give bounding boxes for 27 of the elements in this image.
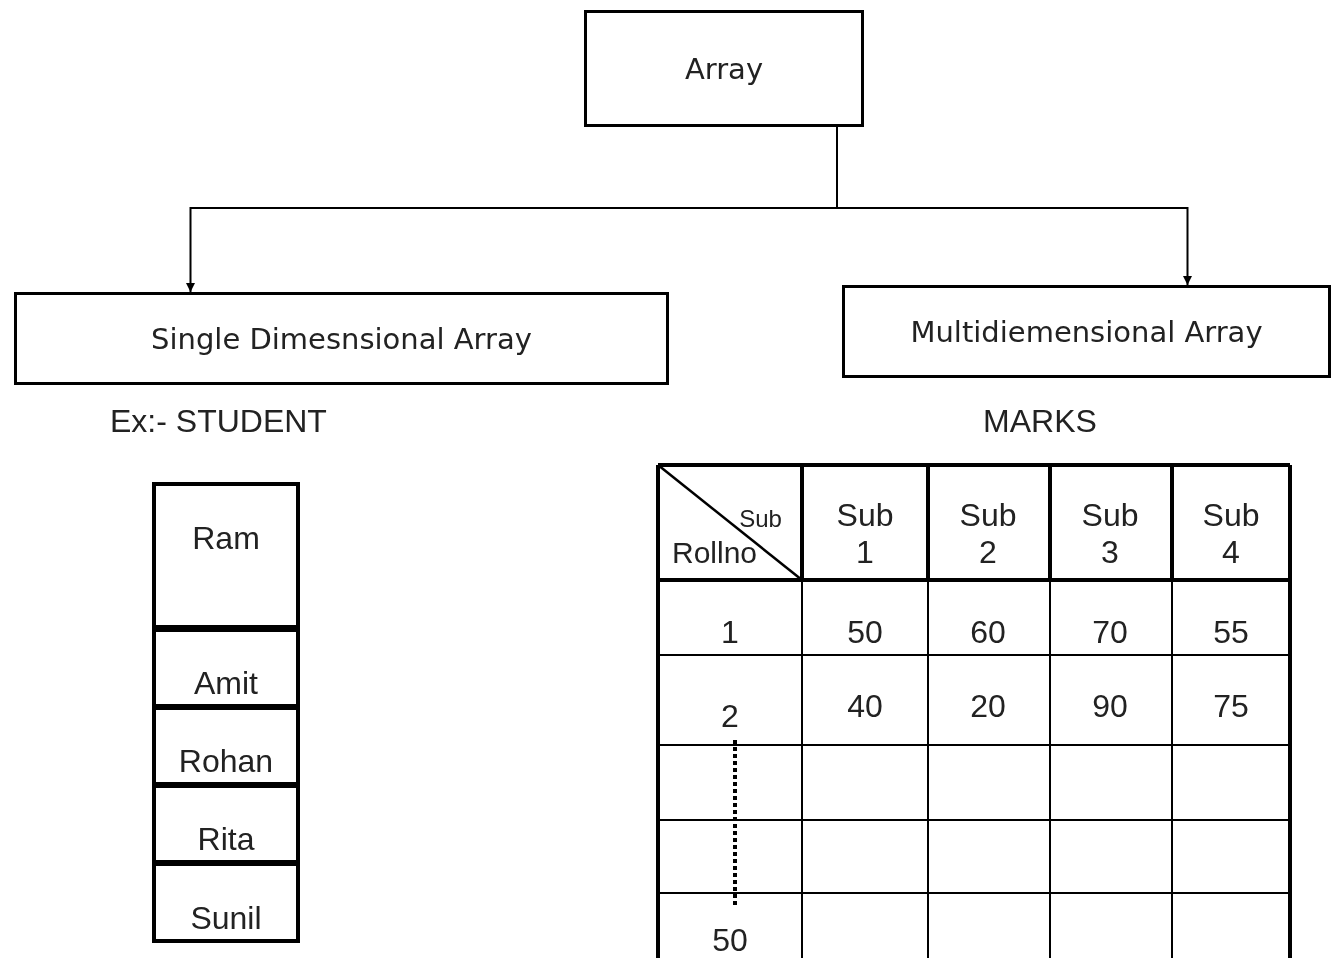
- category-box: Single Dimesnsional Array: [14, 292, 669, 385]
- mark-value: 20: [969, 688, 1007, 726]
- array-cell: Rita: [152, 784, 300, 864]
- roll-number: 1: [720, 614, 740, 652]
- mark-value: 60: [969, 614, 1007, 652]
- array-cell: Ram: [152, 482, 300, 629]
- mark-value: 50: [846, 614, 884, 652]
- table-title: MARKS: [982, 403, 1098, 441]
- category-box: Multidiemensional Array: [842, 285, 1331, 378]
- category-box: Array: [584, 10, 864, 127]
- mark-value: 70: [1091, 614, 1129, 652]
- column-header: Sub 3: [1080, 497, 1140, 572]
- column-header: Sub 2: [958, 497, 1018, 572]
- column-header: Sub 1: [835, 497, 895, 572]
- row-header: Rollno: [672, 536, 759, 571]
- roll-number: 2: [720, 698, 740, 736]
- array-cell: Sunil: [152, 862, 300, 943]
- example-heading: Ex:- STUDENT: [110, 403, 328, 441]
- mark-value: 90: [1091, 688, 1129, 726]
- array-cell: Rohan: [152, 706, 300, 786]
- array-cell: Amit: [152, 628, 300, 708]
- mark-value: 75: [1212, 688, 1250, 726]
- mark-value: 40: [846, 688, 884, 726]
- column-header: Sub 4: [1201, 497, 1261, 572]
- column-header: Sub: [738, 505, 783, 534]
- roll-number: 50: [711, 922, 749, 960]
- mark-value: 55: [1212, 614, 1250, 652]
